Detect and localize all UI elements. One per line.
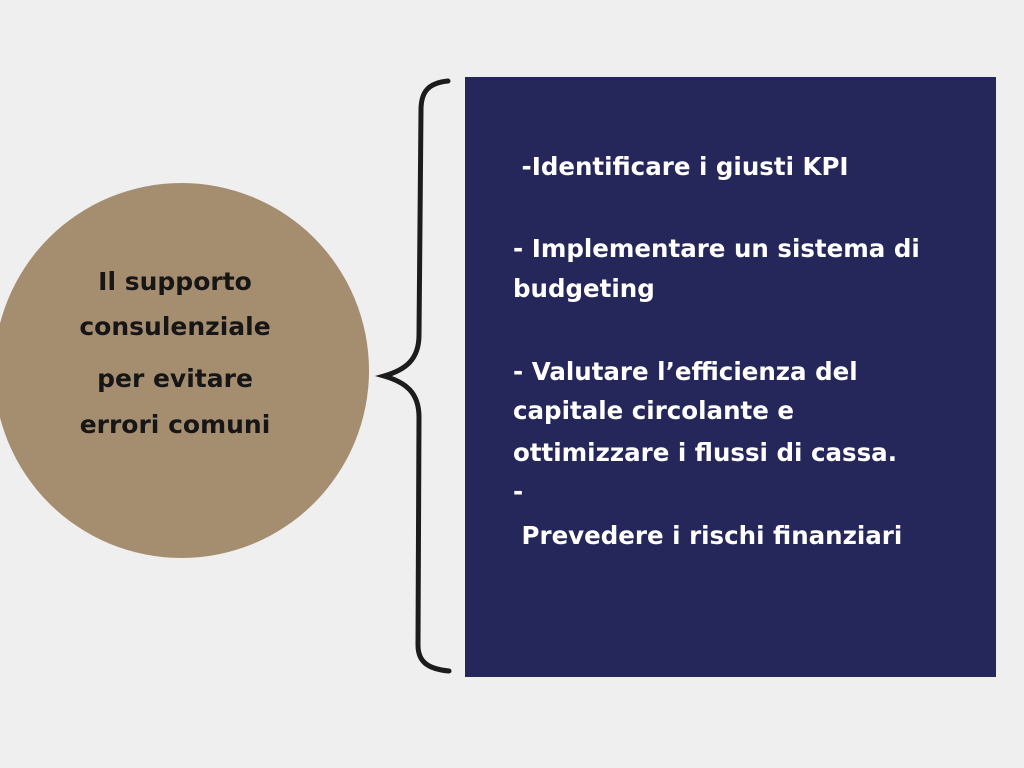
box-line: -	[513, 477, 524, 506]
box-line: capitale circolante e	[513, 396, 794, 425]
content-box	[465, 77, 996, 677]
box-line: -Identificare i giusti KPI	[513, 152, 849, 181]
box-line: budgeting	[513, 274, 655, 303]
circle-line: consulenziale	[79, 312, 271, 341]
box-line: ottimizzare i flussi di cassa.	[513, 438, 898, 467]
box-line: Prevedere i rischi finanziari	[513, 521, 903, 550]
circle-line: errori comuni	[79, 410, 271, 439]
circle-line: Il supporto	[98, 267, 252, 296]
box-line: - Valutare l’efficienza del	[513, 357, 858, 386]
topic-circle	[0, 183, 369, 558]
circle-line: per evitare	[97, 364, 253, 393]
box-line: - Implementare un sistema di	[513, 234, 920, 263]
